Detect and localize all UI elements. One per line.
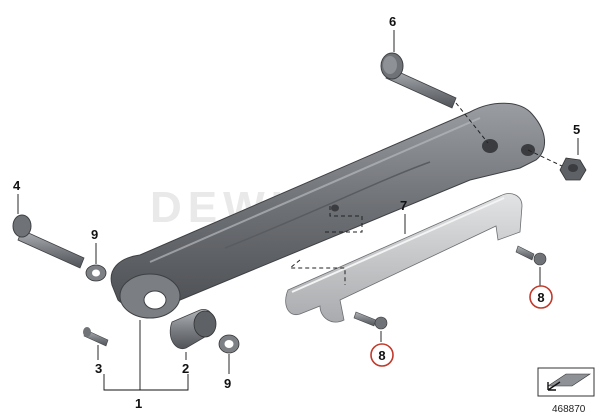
- swing-arm: [110, 102, 545, 319]
- cover-screw-left: [353, 311, 388, 330]
- nut: [559, 157, 587, 181]
- highlight-circle-left: [370, 343, 394, 367]
- callout-5: 5: [573, 122, 580, 137]
- cover-plate: [285, 193, 523, 323]
- long-bolt: [380, 52, 457, 109]
- callout-8-right: 8: [537, 290, 544, 305]
- washer-right: [218, 334, 240, 354]
- reference-number: 468870: [552, 404, 586, 415]
- callout-1: 1: [135, 396, 142, 411]
- callout-3: 3: [95, 361, 102, 376]
- callout-8-left-group: 8: [370, 343, 394, 367]
- callout-7: 7: [400, 198, 407, 213]
- bushing: [169, 308, 217, 350]
- callout-8-left: 8: [378, 348, 385, 363]
- callout-8-right-group: 8: [529, 285, 553, 309]
- washer-left: [85, 264, 107, 282]
- highlight-circle-right: [529, 285, 553, 309]
- callout-2: 2: [182, 361, 189, 376]
- callout-9-right: 9: [224, 376, 231, 391]
- callout-6: 6: [389, 14, 396, 29]
- callout-4: 4: [13, 178, 21, 193]
- arm-rear-hole: [482, 139, 498, 153]
- callout-9-left: 9: [91, 227, 98, 242]
- cover-screw-right: [515, 245, 547, 266]
- arrow-page-icon[interactable]: [537, 367, 595, 397]
- left-bolt: [12, 214, 85, 269]
- small-screw: [83, 327, 109, 347]
